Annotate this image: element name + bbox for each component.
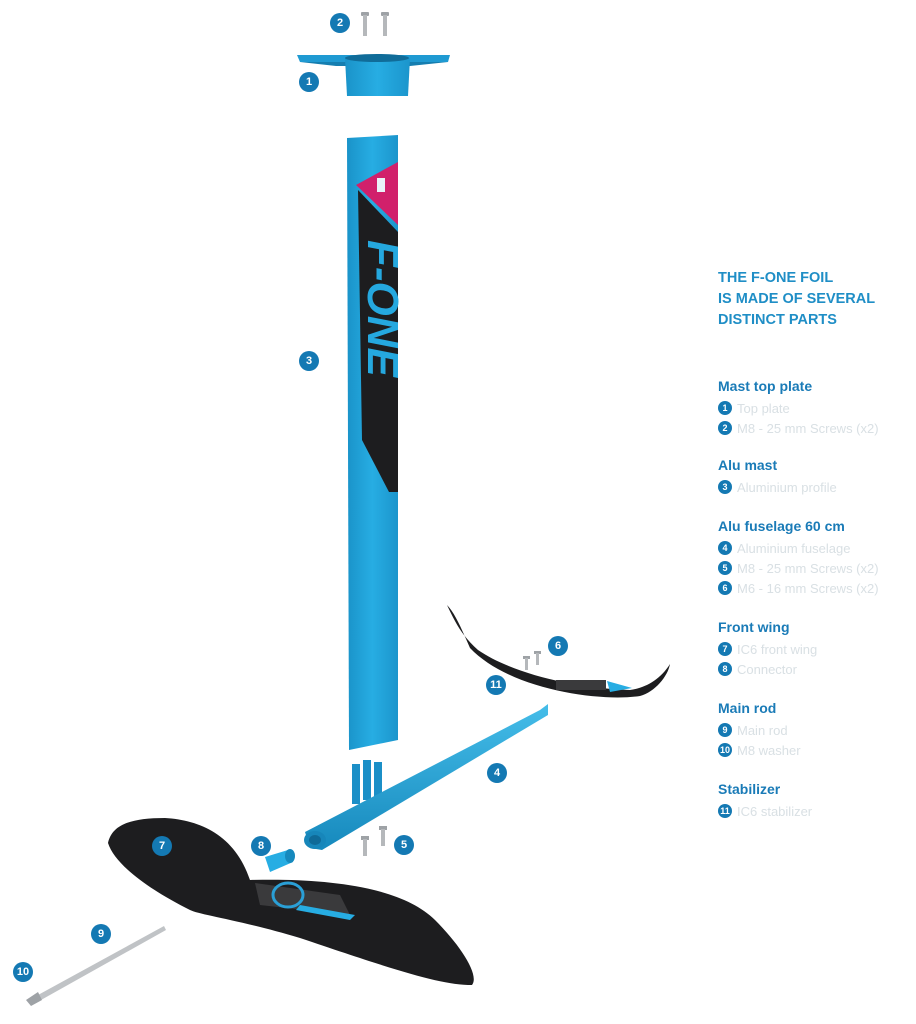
alu-mast	[347, 135, 398, 750]
callout-3: 3	[299, 351, 319, 371]
legend-group-main-rod: Main rod 9 Main rod 10 M8 washer	[718, 699, 914, 760]
callout-4: 4	[487, 763, 507, 783]
washer	[26, 992, 42, 1006]
legend-item-number: 1	[718, 401, 732, 415]
legend-item-label: IC6 front wing	[737, 641, 818, 657]
stabilizer	[447, 605, 670, 698]
legend-item-label: M8 - 25 mm Screws (x2)	[737, 420, 879, 436]
legend-item: 3 Aluminium profile	[718, 477, 914, 497]
callout-8: 8	[251, 836, 271, 856]
legend-title-line-3: DISTINCT PARTS	[718, 312, 837, 328]
legend-group-mast-top-plate: Mast top plate 1 Top plate 2 M8 - 25 mm …	[718, 377, 914, 438]
legend-item: 6 M6 - 16 mm Screws (x2)	[718, 578, 914, 598]
legend-item-label: IC6 stabilizer	[737, 803, 813, 819]
legend-item-number: 6	[718, 581, 732, 595]
top-plate-screws	[361, 12, 389, 36]
legend-item-number: 7	[718, 642, 732, 656]
legend-item: 1 Top plate	[718, 398, 914, 418]
legend-title-line-2: IS MADE OF SEVERAL	[718, 291, 876, 307]
legend-item-number: 11	[718, 804, 732, 818]
fuselage-screws	[361, 826, 387, 856]
legend-title-line-1: THE F-ONE FOIL	[718, 270, 834, 286]
legend-item: 5 M8 - 25 mm Screws (x2)	[718, 558, 914, 578]
legend-item-number: 2	[718, 421, 732, 435]
front-wing	[108, 818, 474, 985]
legend-item-number: 4	[718, 541, 732, 555]
legend-item-number: 10	[718, 743, 732, 757]
callout-6: 6	[548, 636, 568, 656]
legend-group-stabilizer: Stabilizer 11 IC6 stabilizer	[718, 780, 914, 821]
legend-group-front-wing: Front wing 7 IC6 front wing 8 Connector	[718, 618, 914, 679]
legend-group-heading: Alu fuselage 60 cm	[718, 518, 845, 534]
callout-10: 10	[13, 962, 33, 982]
legend-group-heading: Stabilizer	[718, 781, 781, 797]
callout-7: 7	[152, 836, 172, 856]
legend-item: 11 IC6 stabilizer	[718, 801, 914, 821]
callout-11: 11	[486, 675, 506, 695]
mast-logo: F-ONE	[358, 240, 407, 379]
legend-item-label: M8 - 25 mm Screws (x2)	[737, 560, 879, 576]
legend-item-label: M6 - 16 mm Screws (x2)	[737, 580, 879, 596]
legend-item-label: Aluminium fuselage	[737, 540, 851, 556]
legend-group-heading: Alu mast	[718, 457, 778, 473]
legend-item: 4 Aluminium fuselage	[718, 538, 914, 558]
connector	[265, 849, 295, 872]
legend-item: 9 Main rod	[718, 720, 914, 740]
parts-legend: THE F-ONE FOIL IS MADE OF SEVERAL DISTIN…	[718, 268, 914, 821]
legend-item: 2 M8 - 25 mm Screws (x2)	[718, 418, 914, 438]
legend-item-label: Connector	[737, 661, 797, 677]
legend-item: 8 Connector	[718, 659, 914, 679]
top-plate	[297, 54, 450, 96]
legend-group-heading: Main rod	[718, 700, 777, 716]
main-rod	[38, 926, 166, 1000]
callout-9: 9	[91, 924, 111, 944]
legend-item-number: 9	[718, 723, 732, 737]
legend-group-alu-fuselage: Alu fuselage 60 cm 4 Aluminium fuselage …	[718, 517, 914, 598]
legend-group-heading: Mast top plate	[718, 378, 813, 394]
fuselage	[304, 704, 548, 850]
legend-item-number: 8	[718, 662, 732, 676]
legend-item-label: Top plate	[737, 400, 790, 416]
callout-5: 5	[394, 835, 414, 855]
legend-group-alu-mast: Alu mast 3 Aluminium profile	[718, 456, 914, 497]
stabilizer-screws	[523, 651, 541, 670]
callout-2: 2	[330, 13, 350, 33]
legend-group-heading: Front wing	[718, 619, 790, 635]
legend-item: 7 IC6 front wing	[718, 639, 914, 659]
legend-item-label: M8 washer	[737, 742, 801, 758]
callout-1: 1	[299, 72, 319, 92]
legend-item-number: 3	[718, 480, 732, 494]
legend-item-label: Main rod	[737, 722, 788, 738]
legend-item-label: Aluminium profile	[737, 479, 837, 495]
legend-item: 10 M8 washer	[718, 740, 914, 760]
legend-item-number: 5	[718, 561, 732, 575]
